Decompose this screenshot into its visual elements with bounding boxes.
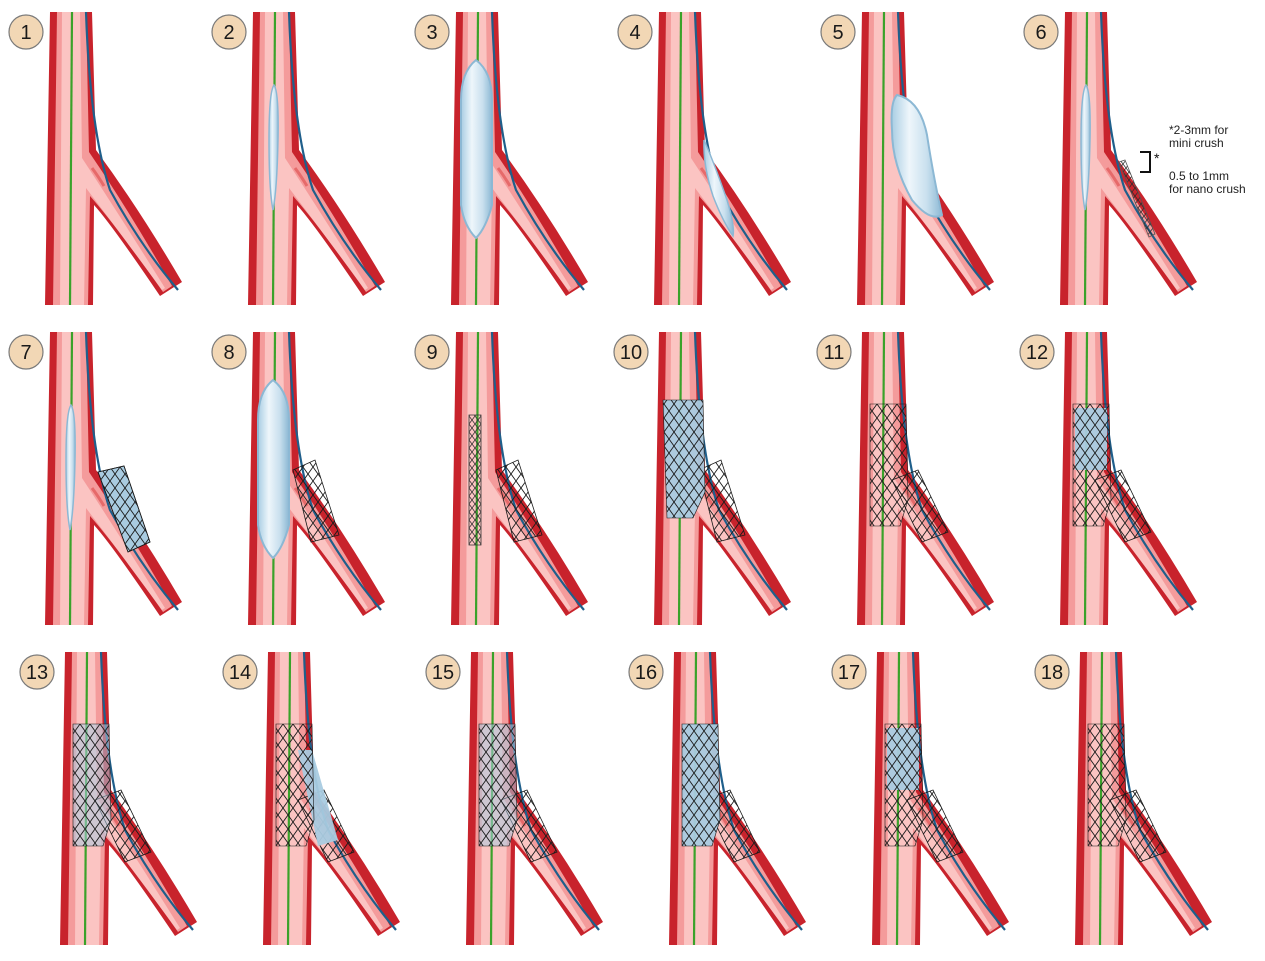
step-number: 2 <box>223 22 234 44</box>
step-number: 8 <box>223 342 234 364</box>
step-number: 17 <box>838 662 860 684</box>
bracket-icon <box>1140 152 1150 172</box>
annotation-mini-crush: *2-3mm for mini crush <box>1169 124 1228 150</box>
step-panel-14: 14 <box>223 652 400 945</box>
step-panel-11: 11 <box>817 332 994 625</box>
step-number: 14 <box>229 662 251 684</box>
main-stent <box>885 724 923 846</box>
step-number: 9 <box>426 342 437 364</box>
main-stent <box>1088 724 1126 846</box>
main-balloon <box>461 60 492 238</box>
step-number: 18 <box>1041 662 1063 684</box>
step-number: 3 <box>426 22 437 44</box>
step-panel-13: 13 <box>20 652 197 945</box>
step-panel-10: 10 <box>614 332 791 625</box>
step-number: 15 <box>432 662 454 684</box>
step-number: 13 <box>26 662 48 684</box>
main-balloon <box>258 380 289 558</box>
step-number: 6 <box>1035 22 1046 44</box>
step-number: 4 <box>629 22 640 44</box>
annotation-star: * <box>1154 150 1160 166</box>
step-number: 12 <box>1026 342 1048 364</box>
step-panel-4: 4 <box>618 12 791 305</box>
main-stent <box>73 724 111 846</box>
step-panel-16: 16 <box>629 652 806 945</box>
main-stent <box>663 400 705 518</box>
step-panel-2: 2 <box>212 12 385 305</box>
step-number: 11 <box>824 342 845 364</box>
step-panel-6: 6 <box>1024 12 1197 305</box>
step-panel-18: 18 <box>1035 652 1212 945</box>
step-number: 10 <box>620 342 642 364</box>
annotation-nano-crush: 0.5 to 1mm for nano crush <box>1169 170 1246 196</box>
step-panel-15: 15 <box>426 652 603 945</box>
main-stent <box>469 415 481 545</box>
main-stent <box>276 724 314 846</box>
step-panel-3: 3 <box>415 12 588 305</box>
main-stent <box>870 404 908 526</box>
vessel <box>654 12 791 305</box>
vessel <box>45 12 182 305</box>
step-panel-9: 9 <box>415 332 588 625</box>
step-panel-1: 1 <box>9 12 182 305</box>
step-panel-8: 8 <box>212 332 385 625</box>
step-panel-5: 5 <box>821 12 994 305</box>
main-stent <box>682 724 720 846</box>
step-number: 7 <box>20 342 31 364</box>
step-panel-17: 17 <box>832 652 1009 945</box>
step-panel-7: 7 <box>9 332 182 625</box>
step-number: 1 <box>20 22 31 44</box>
main-stent <box>479 724 517 846</box>
step-number: 16 <box>635 662 657 684</box>
main-stent <box>1073 404 1111 526</box>
crush-distance-annotation: * <box>1140 150 1160 172</box>
step-panel-12: 12 <box>1020 332 1197 625</box>
step-number: 5 <box>832 22 843 44</box>
